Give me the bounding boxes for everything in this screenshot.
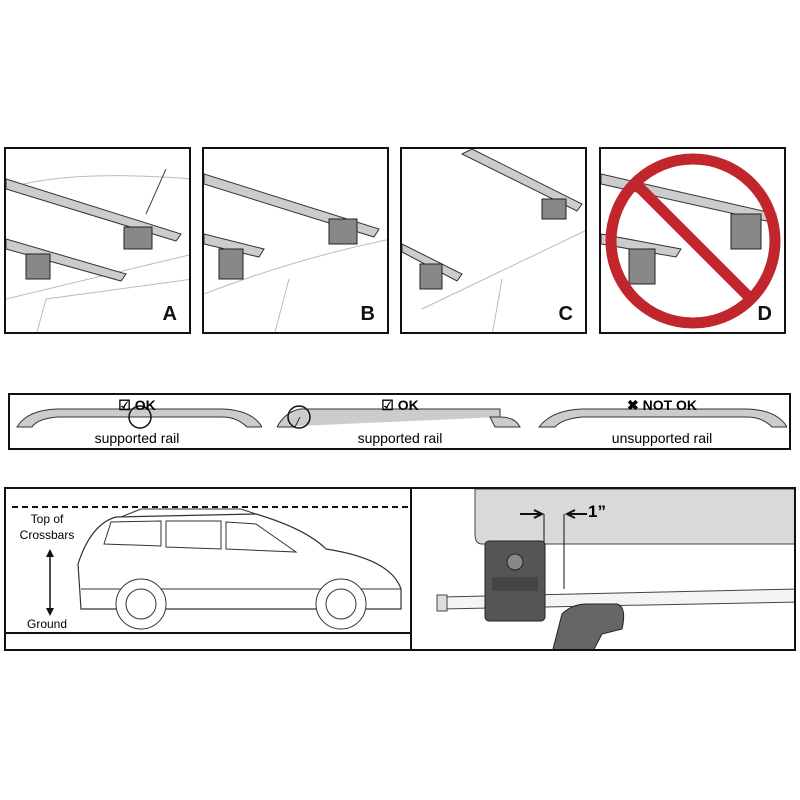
crossbar-clearance-diagram: 1” bbox=[410, 487, 796, 651]
vehicle-height-diagram: Top of Crossbars Ground bbox=[4, 487, 412, 651]
rail-example-supported-2: ☑ OK supported rail bbox=[275, 395, 525, 448]
rail-support-guide: ☑ OK supported rail ☑ OK supported rail … bbox=[8, 393, 791, 450]
ground-label: Ground bbox=[26, 617, 68, 631]
panel-label: C bbox=[558, 303, 573, 325]
check-icon: ☑ bbox=[381, 397, 394, 413]
rail-caption: supported rail bbox=[357, 430, 443, 446]
top-of-crossbars-label: Top of Crossbars bbox=[19, 512, 75, 542]
rail-example-unsupported: ✖ NOT OK unsupported rail bbox=[537, 395, 787, 448]
crossbar-illustration bbox=[402, 149, 585, 332]
rail-example-supported-1: ☑ OK supported rail bbox=[12, 395, 262, 448]
crossbar-illustration bbox=[601, 153, 781, 329]
status-not-ok: ✖ NOT OK bbox=[626, 397, 698, 413]
panel-label: B bbox=[360, 303, 375, 325]
rail-caption: supported rail bbox=[94, 430, 180, 446]
install-panel-a: A bbox=[4, 147, 191, 334]
check-icon: ☑ bbox=[118, 397, 131, 413]
status-ok: ☑ OK bbox=[118, 397, 156, 413]
suv-illustration bbox=[6, 506, 410, 634]
install-panel-d: D bbox=[599, 147, 786, 334]
crossbar-illustration bbox=[204, 173, 387, 332]
x-icon: ✖ bbox=[626, 397, 639, 413]
panel-label: D bbox=[757, 303, 772, 325]
crossbar-illustration bbox=[6, 168, 189, 332]
clearance-illustration bbox=[436, 489, 794, 649]
clearance-dimension-label: 1” bbox=[588, 502, 606, 521]
install-panel-c: C bbox=[400, 147, 587, 334]
panel-label: A bbox=[162, 303, 177, 325]
rail-caption: unsupported rail bbox=[611, 430, 713, 446]
status-ok: ☑ OK bbox=[381, 397, 419, 413]
install-panel-b: B bbox=[202, 147, 389, 334]
prohibited-icon bbox=[605, 153, 781, 329]
